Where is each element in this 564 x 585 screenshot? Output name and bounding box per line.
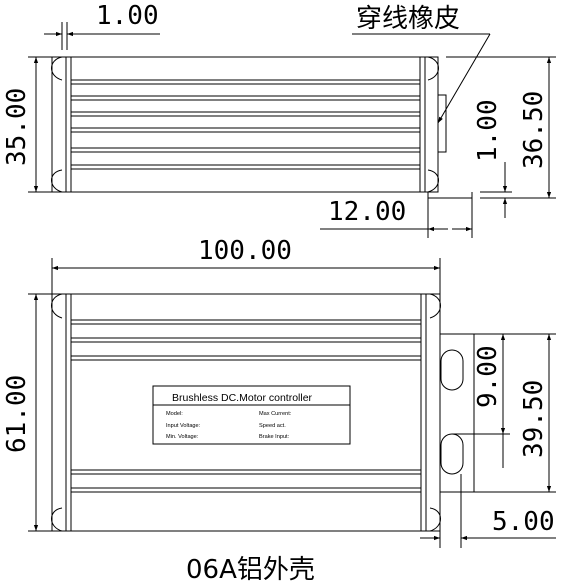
mounting-flange — [440, 333, 475, 493]
top-view-body-outline — [51, 56, 439, 193]
dim-outer-height-extension — [446, 56, 556, 199]
top-view-left-corner-bottom — [51, 169, 63, 193]
top-view-right-corner-bottom — [427, 169, 439, 193]
dim-hole-spacing-value: 39.50 — [519, 380, 549, 458]
front-view: Brushless DC.Motor controller Model: Inp… — [2, 236, 556, 548]
dim-hole-offset-value: 9.00 — [473, 345, 503, 408]
top-view-flange — [427, 192, 473, 199]
drawing-caption: 06A铝外壳 — [186, 555, 315, 585]
label-field-max-current: Max Current: — [259, 411, 292, 417]
dim-front-height-extension — [28, 293, 52, 532]
dim-front-flange-width-value: 5.00 — [492, 507, 555, 537]
label-field-brake: Brake Input: — [259, 434, 290, 440]
dim-top-flange-width-extension — [427, 198, 473, 238]
dim-flange-thickness-value: 1.00 — [473, 99, 503, 162]
dim-top-height-extension — [28, 56, 52, 193]
dim-length-extension — [51, 258, 441, 294]
front-view-ribs — [71, 319, 421, 493]
label-field-speed: Speed act. — [259, 423, 286, 429]
top-view: 1.00 35.00 36.50 1.00 12.00 穿线橡皮 — [2, 1, 556, 238]
mounting-slot-bottom — [440, 433, 464, 475]
top-view-ribs — [71, 79, 420, 170]
dim-front-flange-width-extension — [439, 474, 462, 548]
label-field-min-voltage: Min. Voltage: — [166, 434, 199, 440]
dim-length-value: 100.00 — [198, 236, 292, 266]
label-plate-title: Brushless DC.Motor controller — [172, 392, 313, 404]
dim-rib-width-value: 1.00 — [96, 1, 159, 31]
mounting-slot-top — [440, 349, 464, 391]
front-view-left-cap — [65, 294, 72, 531]
dim-rib-width-extension — [61, 22, 68, 50]
top-view-right-corner-top — [427, 56, 439, 81]
front-view-right-corner-bottom — [429, 507, 441, 532]
grommet-callout-label: 穿线橡皮 — [356, 4, 460, 34]
label-plate — [152, 385, 351, 445]
top-view-right-cap — [419, 57, 426, 192]
dim-top-flange-width-value: 12.00 — [328, 197, 406, 227]
front-view-right-corner-top — [429, 293, 441, 319]
grommet — [438, 94, 447, 153]
front-view-left-corner-top — [51, 293, 63, 319]
dim-outer-height-value: 36.50 — [519, 91, 549, 169]
dim-front-height-value: 61.00 — [2, 375, 32, 453]
dim-hole-spacing-extension — [474, 333, 556, 493]
front-view-right-cap — [420, 294, 427, 531]
label-field-model: Model: — [166, 411, 183, 417]
top-view-left-corner-top — [51, 56, 63, 81]
dim-top-height-value: 35.00 — [2, 88, 32, 166]
front-view-left-corner-bottom — [51, 507, 63, 532]
front-view-body-outline — [51, 293, 441, 532]
grommet-callout-leader — [437, 33, 491, 124]
label-field-input-voltage: Input Voltage: — [166, 423, 201, 429]
top-view-left-cap — [65, 57, 72, 192]
